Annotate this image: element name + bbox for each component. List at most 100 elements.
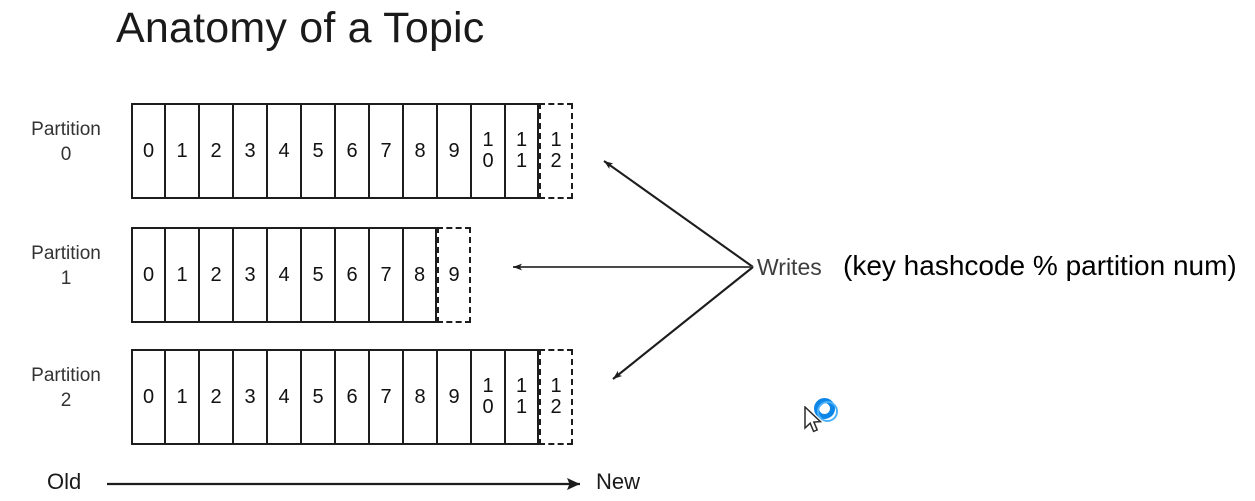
- log-segment-cell: 6: [335, 349, 369, 445]
- log-segment-cell: 9: [437, 349, 471, 445]
- log-segment-cell: 4: [267, 349, 301, 445]
- log-segment-cell: 1: [165, 227, 199, 323]
- log-segment-cell: 7: [369, 103, 403, 199]
- segment-offset: 1: [176, 385, 188, 408]
- writes-formula-label: (key hashcode % partition num): [843, 250, 1237, 281]
- log-segment-cell: 5: [301, 349, 335, 445]
- segment-offset: 2: [210, 385, 222, 408]
- segment-offset: 2: [210, 263, 222, 286]
- segment-offset-digit: 9: [448, 263, 460, 286]
- age-axis: Old New: [0, 462, 700, 500]
- segment-offset: 0: [142, 385, 155, 408]
- segment-offset-digit: 1: [550, 129, 562, 151]
- segment-offset: 1: [176, 263, 188, 286]
- segment-offset: 6: [346, 263, 358, 286]
- log-segment-cell-pending: 9: [437, 227, 471, 323]
- segment-offset-digit: 1: [515, 396, 528, 418]
- segment-offset: 0: [142, 263, 155, 286]
- segment-offset: 7: [380, 385, 392, 408]
- segment-offset-digit: 0: [482, 396, 494, 418]
- log-segment-cell: 4: [267, 227, 301, 323]
- log-segment-cell: 0: [131, 227, 165, 323]
- log-segment-cell: 1: [165, 349, 199, 445]
- log-segment-cell: 3: [233, 103, 267, 199]
- segment-offset-digit: 1: [550, 375, 562, 397]
- segment-offset: 4: [278, 263, 290, 286]
- segment-offset: 9: [448, 139, 460, 162]
- segment-offset-digit: 1: [515, 375, 528, 397]
- log-segment-cell: 2: [199, 227, 233, 323]
- segment-offset: 8: [414, 385, 426, 408]
- age-axis-old-label: Old: [47, 469, 82, 494]
- partition-label-1: Partition 1: [31, 243, 101, 289]
- log-segment-cell: 7: [369, 227, 403, 323]
- segment-offset: 9: [448, 385, 460, 408]
- segment-offset-digit: 1: [482, 375, 494, 397]
- log-segment-cell: 2: [199, 349, 233, 445]
- log-segment-cell: 8: [403, 349, 437, 445]
- segment-offset: 2: [210, 139, 222, 162]
- segment-offset: 6: [346, 385, 358, 408]
- log-segment-cell: 6: [335, 227, 369, 323]
- segment-offset-digit: 1: [515, 129, 528, 151]
- segment-offset: 8: [414, 139, 426, 162]
- segment-offset-digit: 2: [550, 150, 562, 172]
- segment-offset-digit: 2: [550, 396, 562, 418]
- writes-arrow-to-partition-2: [612, 266, 754, 380]
- writes-label: Writes: [757, 254, 822, 280]
- writes-arrow-to-partition-0: [603, 160, 754, 268]
- log-segment-cell: 2: [199, 103, 233, 199]
- segment-offset-digit: 0: [482, 150, 494, 172]
- log-segment-cell: 8: [403, 103, 437, 199]
- segment-offset: 5: [312, 385, 324, 408]
- page-title: Anatomy of a Topic: [116, 4, 485, 52]
- segment-offset: 9: [448, 263, 460, 286]
- age-axis-new-label: New: [596, 469, 641, 494]
- busy-ring-icon: [814, 398, 838, 422]
- log-segment-cell: 3: [233, 227, 267, 323]
- segment-offset: 3: [244, 385, 256, 408]
- segment-offset: 1: [176, 139, 188, 162]
- mouse-cursor: [798, 396, 852, 442]
- segment-offset: 3: [244, 139, 256, 162]
- log-segment-cell: 1: [165, 103, 199, 199]
- segment-offset: 7: [380, 139, 392, 162]
- log-segment-cell: 5: [301, 103, 335, 199]
- log-segment-cell: 5: [301, 227, 335, 323]
- segment-offset: 7: [380, 263, 392, 286]
- segment-offset: 5: [312, 139, 324, 162]
- partition-label-2: Partition 2: [31, 365, 101, 411]
- log-segment-cell: 8: [403, 227, 437, 323]
- age-axis-arrow: [107, 478, 580, 490]
- log-segment-cell: 0: [131, 349, 165, 445]
- segment-offset: 8: [413, 263, 426, 286]
- pointer-arrow-icon: [804, 406, 823, 433]
- partition-log-1: 0 1 2 3 4 5 6 7 8 9: [131, 227, 471, 323]
- segment-offset: 6: [346, 139, 358, 162]
- segment-offset: 4: [278, 385, 290, 408]
- segment-offset-digit: 1: [515, 150, 528, 172]
- segment-offset-digit: 1: [482, 129, 494, 151]
- segment-offset: 0: [142, 139, 155, 162]
- log-segment-cell: 9: [437, 103, 471, 199]
- partition-label-0: Partition 0: [31, 119, 101, 165]
- log-segment-cell: 3: [233, 349, 267, 445]
- log-segment-cell: 0: [131, 103, 165, 199]
- segment-offset: 4: [278, 139, 290, 162]
- log-segment-cell: 4: [267, 103, 301, 199]
